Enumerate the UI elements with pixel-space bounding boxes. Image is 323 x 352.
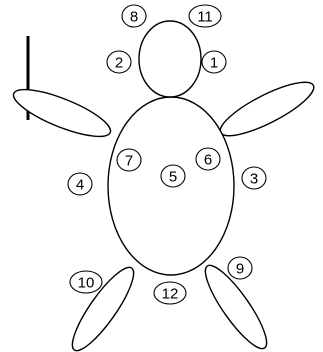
marker-12-label: 12 [162, 286, 179, 303]
marker-7-label: 7 [125, 153, 133, 170]
marker-1-label: 1 [210, 55, 218, 72]
marker-9: 9 [228, 257, 252, 279]
left-arm [9, 81, 116, 146]
marker-10: 10 [70, 271, 102, 293]
marker-7: 7 [117, 149, 141, 171]
marker-12: 12 [154, 282, 186, 304]
marker-6: 6 [196, 148, 220, 170]
marker-10-label: 10 [78, 275, 95, 292]
marker-4: 4 [68, 173, 92, 195]
marker-11: 11 [189, 5, 221, 27]
marker-6-label: 6 [204, 152, 212, 169]
marker-3-label: 3 [250, 171, 258, 188]
right-arm [214, 73, 319, 145]
marker-5-label: 5 [169, 169, 177, 186]
marker-9-label: 9 [236, 261, 244, 278]
marker-2-label: 2 [115, 55, 123, 72]
marker-1: 1 [202, 51, 226, 73]
marker-3: 3 [242, 167, 266, 189]
marker-8-label: 8 [130, 9, 138, 26]
marker-11-label: 11 [197, 9, 213, 26]
marker-4-label: 4 [76, 177, 84, 194]
marker-5: 5 [161, 165, 185, 187]
marker-2: 2 [107, 51, 131, 73]
head [139, 21, 201, 97]
marker-8: 8 [122, 5, 146, 27]
